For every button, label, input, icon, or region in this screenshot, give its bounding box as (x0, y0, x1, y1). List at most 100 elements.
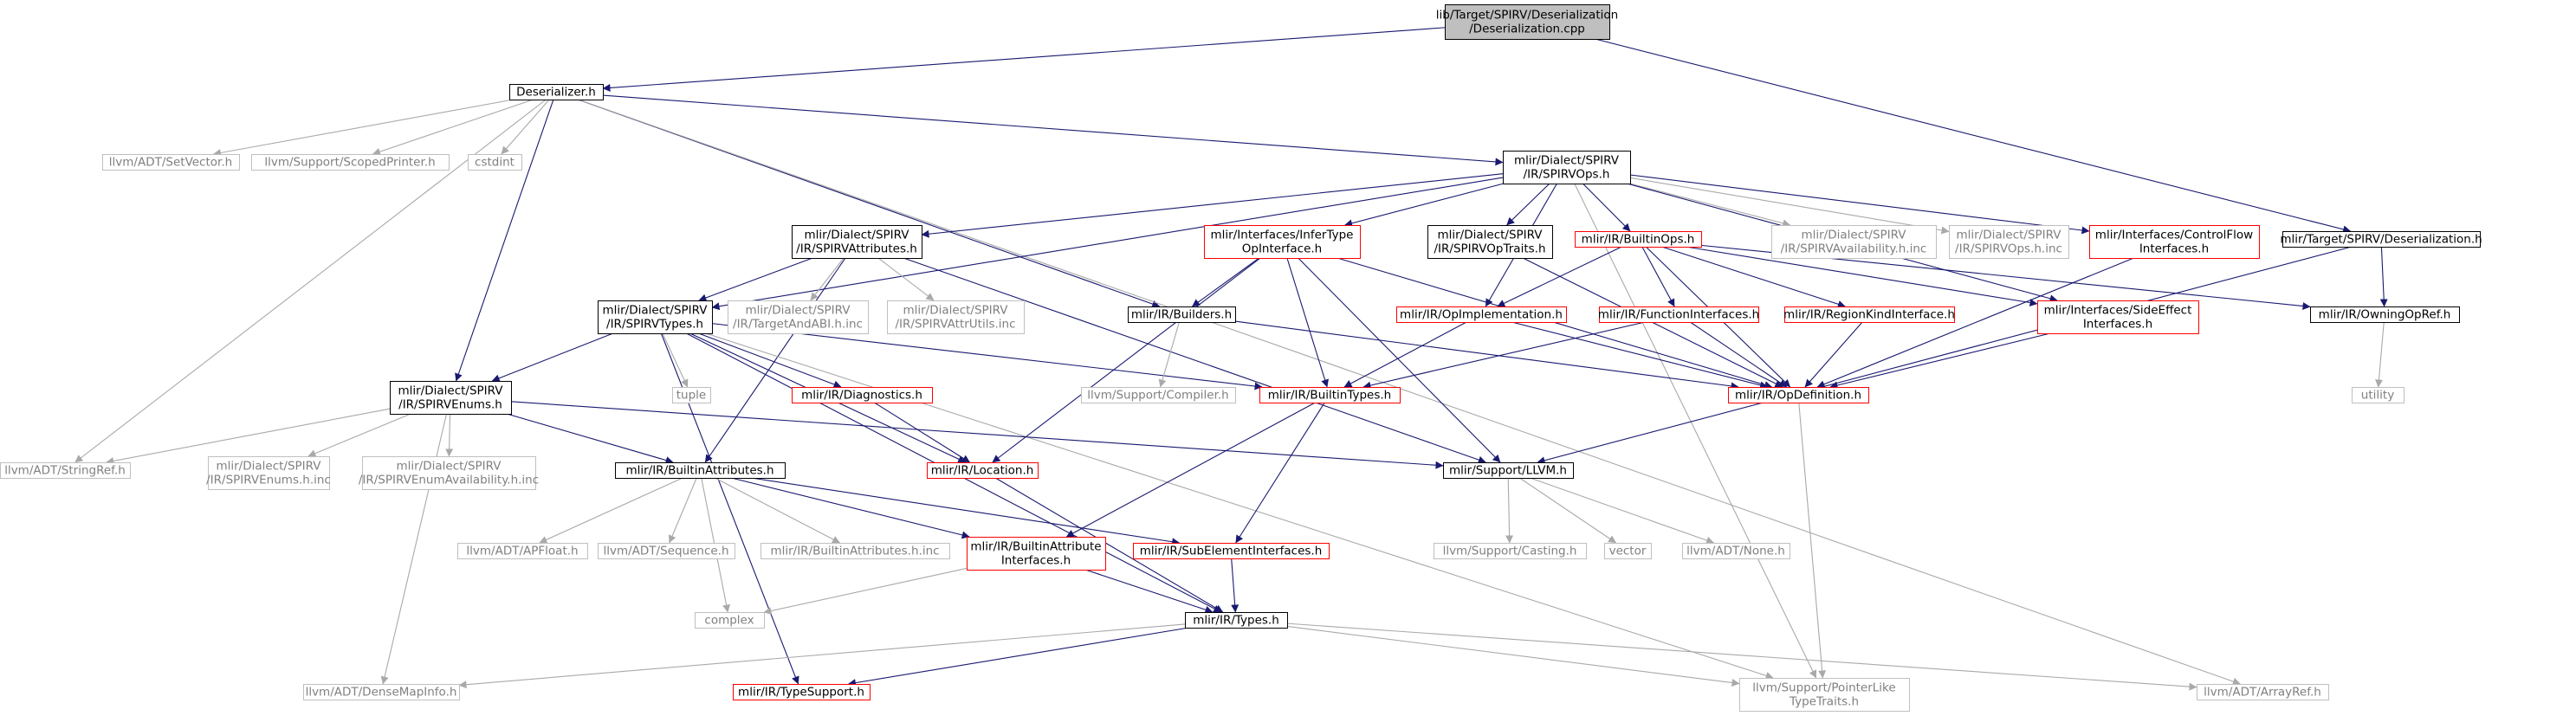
node-label: Interfaces.h (1001, 554, 1071, 568)
node-label: llvm/ADT/StringRef.h (4, 464, 126, 478)
node-box (390, 381, 512, 415)
node-box (1128, 306, 1236, 323)
node-box (728, 300, 869, 334)
node-spirvtypes[interactable]: mlir/Dialect/SPIRV/IR/SPIRVTypes.h (598, 300, 713, 334)
node-label: /IR/SPIRVEnums.h (398, 398, 502, 412)
node-label: mlir/IR/FunctionInterfaces.h (1598, 308, 1759, 322)
node-builtintypes[interactable]: mlir/IR/BuiltinTypes.h (1259, 387, 1401, 403)
node-builtinops[interactable]: mlir/IR/BuiltinOps.h (1575, 231, 1702, 248)
node-spirvops[interactable]: mlir/Dialect/SPIRV/IR/SPIRVOps.h (1503, 151, 1631, 184)
node-label: mlir/IR/BuiltinAttributes.h.inc (770, 545, 939, 558)
node-box (1081, 387, 1236, 403)
node-owningopref[interactable]: mlir/IR/OwningOpRef.h (2310, 306, 2460, 323)
node-regionkind[interactable]: mlir/IR/RegionKindInterface.h (1783, 306, 1955, 323)
node-label: mlir/Dialect/SPIRV (804, 229, 909, 242)
edge-spirvattrs-to-targetandabi (810, 257, 845, 301)
node-box (733, 684, 871, 700)
node-spirvenums[interactable]: mlir/Dialect/SPIRV/IR/SPIRVEnums.h (390, 381, 512, 415)
node-label: mlir/IR/OpImplementation.h (1400, 308, 1563, 322)
edge-spirvattrs-to-builtinattrs (704, 257, 846, 463)
node-label: llvm/Support/Casting.h (1443, 545, 1577, 558)
edge-builtinattriface-to-types (1084, 569, 1214, 614)
node-arrayref: llvm/ADT/ArrayRef.h (2197, 684, 2329, 700)
edge-builtinattriface-to-complex (763, 567, 968, 615)
node-label: llvm/Support/Compiler.h (1087, 389, 1228, 403)
node-complex: complex (695, 612, 765, 629)
edge-spirvops-to-controlflow (1629, 174, 2090, 235)
node-label: mlir/IR/OwningOpRef.h (2319, 308, 2451, 322)
edge-spirvops-to-spirvattrs (921, 173, 1504, 238)
node-layer: lib/Target/SPIRV/Deserialization/Deseria… (0, 4, 2482, 712)
edge-builders-to-compiler (1158, 321, 1180, 388)
node-box (2089, 225, 2260, 259)
node-typesupport[interactable]: mlir/IR/TypeSupport.h (733, 684, 871, 700)
node-deser_h[interactable]: Deserializer.h (509, 84, 604, 100)
edge-opimpl-to-builtintypes (1343, 321, 1467, 388)
edge-target_deser-to-supportllvm (1537, 246, 2353, 465)
edge-spirvenums-to-spirvenumsinc (307, 413, 411, 457)
node-types[interactable]: mlir/IR/Types.h (1185, 612, 1288, 629)
node-box (1396, 306, 1567, 323)
node-location[interactable]: mlir/IR/Location.h (927, 462, 1039, 479)
node-label: mlir/Dialect/SPIRV (1437, 229, 1543, 242)
node-spirvoptraits[interactable]: mlir/Dialect/SPIRV/IR/SPIRVOpTraits.h (1427, 225, 1553, 259)
edge-spirvattrs-to-supportllvm (903, 257, 1486, 464)
node-subelement[interactable]: mlir/IR/SubElementInterfaces.h (1133, 543, 1330, 559)
node-label: mlir/Interfaces/InferType (1211, 229, 1354, 242)
edge-spirvops-to-spirvtypes (711, 177, 1504, 311)
edge-spirvops-to-infertype (1344, 183, 1505, 228)
node-box (615, 462, 786, 479)
node-label: mlir/IR/BuiltinAttributes.h (625, 464, 773, 478)
node-box (457, 543, 588, 559)
node-label: vector (1609, 545, 1647, 558)
edge-deser_h-to-scopedprinter (372, 99, 534, 156)
node-box (362, 456, 536, 490)
node-builtinattrs[interactable]: mlir/IR/BuiltinAttributes.h (615, 462, 786, 479)
node-box (792, 225, 922, 259)
edge-deser_h-to-stringref (74, 99, 547, 463)
node-cstdint: cstdint (468, 154, 522, 171)
node-targetandabi: mlir/Dialect/SPIRV/IR/TargetAndABI.h.inc (728, 300, 869, 334)
node-label: mlir/IR/BuiltinTypes.h (1268, 389, 1391, 403)
node-label: OpInterface.h (1242, 242, 1322, 256)
node-label: mlir/Dialect/SPIRV (903, 304, 1008, 318)
edge-types-to-arrayref (1286, 622, 2197, 691)
node-opimpl[interactable]: mlir/IR/OpImplementation.h (1396, 306, 1567, 323)
node-spirvattrs[interactable]: mlir/Dialect/SPIRV/IR/SPIRVAttributes.h (792, 225, 922, 259)
node-label: /IR/SPIRVAttrUtils.inc (895, 318, 1015, 332)
node-box (2197, 684, 2329, 700)
node-box (1133, 543, 1330, 559)
edge-spirvops-to-spirvoptraits (1506, 183, 1550, 226)
edge-funciface-to-builtintypes (1362, 321, 1646, 390)
edge-spirvenums-to-builtinattrs (506, 413, 674, 464)
edge-deser_h-to-spirvenums (455, 99, 554, 382)
edge-deser_h-to-cstdint (501, 99, 550, 155)
edge-infertype-to-location (992, 257, 1261, 463)
node-supportllvm[interactable]: mlir/Support/LLVM.h (1443, 462, 1574, 479)
node-label: Interfaces.h (2083, 318, 2152, 332)
edge-supportllvm-to-vector (1519, 477, 1617, 544)
node-label: mlir/Dialect/SPIRV (602, 304, 708, 318)
node-box (598, 543, 735, 559)
edge-spirvtypes-to-spirvenums (491, 332, 613, 383)
node-apfloat: llvm/ADT/APFloat.h (457, 543, 588, 559)
node-box (1204, 225, 1361, 259)
node-densemapinfo: llvm/ADT/DenseMapInfo.h (303, 684, 460, 700)
node-target_deser[interactable]: mlir/Target/SPIRV/Deserialization.h (2280, 231, 2482, 248)
node-box (102, 154, 240, 171)
node-builders[interactable]: mlir/IR/Builders.h (1128, 306, 1236, 323)
edge-spirvtypes-to-diagnostics (698, 332, 842, 389)
edge-location-to-types (994, 477, 1224, 613)
edge-spirvops-to-spirvopsinc (1629, 177, 1950, 235)
edge-supportllvm-to-casting (1505, 477, 1514, 544)
node-opdef[interactable]: mlir/IR/OpDefinition.h (1728, 387, 1869, 403)
node-diagnostics[interactable]: mlir/IR/Diagnostics.h (792, 387, 933, 403)
edge-types-to-pointerlike (1286, 625, 1740, 687)
node-label: mlir/IR/BuiltinOps.h (1582, 233, 1695, 247)
node-box (887, 300, 1025, 334)
node-funciface[interactable]: mlir/IR/FunctionInterfaces.h (1598, 306, 1759, 323)
